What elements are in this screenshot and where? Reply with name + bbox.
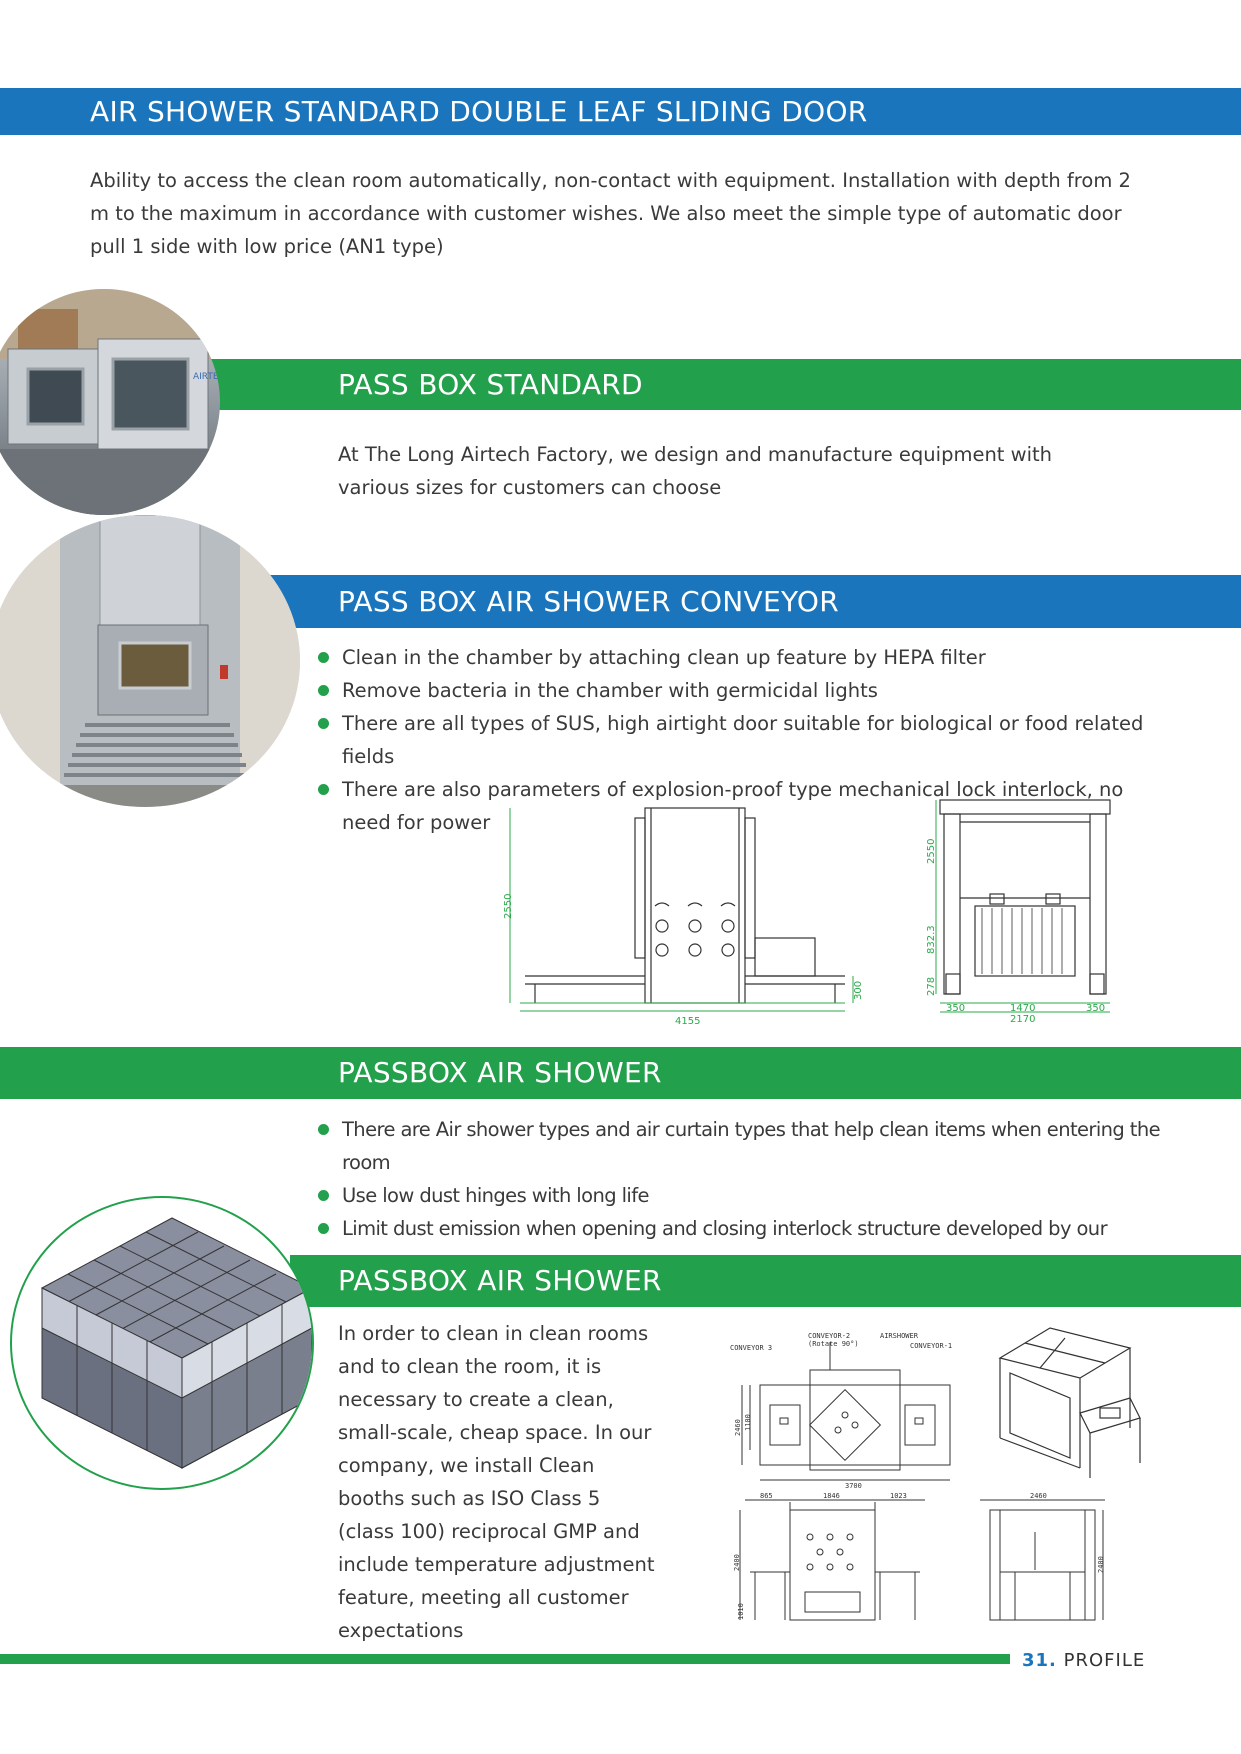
label-1100: 1100 bbox=[744, 1414, 752, 1431]
dim-low: 278 bbox=[926, 977, 937, 996]
clean-booth-render bbox=[10, 1196, 314, 1490]
booth-front-drawing: 865 1846 1023 2400 1010 bbox=[733, 1492, 925, 1621]
dim-total: 2170 bbox=[1010, 1014, 1035, 1025]
list-item: There are Air shower types and air curta… bbox=[316, 1113, 1196, 1179]
dim-mid: 832.3 bbox=[926, 925, 937, 954]
booth-iso-drawing bbox=[998, 1327, 1141, 1478]
list-item: Clean in the chamber by attaching clean … bbox=[316, 641, 1196, 674]
list-item: Remove bacteria in the chamber with germ… bbox=[316, 674, 1196, 707]
booth-side-drawing: 2460 2400 bbox=[980, 1492, 1105, 1621]
label-1846: 1846 bbox=[823, 1492, 840, 1500]
list-item: There are also parameters of explosion-p… bbox=[316, 773, 1172, 839]
air-shower-feature-list: There are Air shower types and air curta… bbox=[316, 1113, 1196, 1278]
page-number: 31. bbox=[1022, 1650, 1057, 1671]
label-2460: 2460 bbox=[734, 1419, 742, 1436]
section-title: PASS BOX STANDARD bbox=[338, 367, 643, 401]
section-description: At The Long Airtech Factory, we design a… bbox=[338, 443, 1053, 499]
label-3700: 3700 bbox=[845, 1482, 862, 1490]
list-item: Use low dust hinges with long life bbox=[316, 1179, 1196, 1212]
dim-base: 300 bbox=[853, 981, 864, 1000]
dim-height: 2550 bbox=[503, 894, 514, 919]
label-conveyor3: CONVEYOR 3 bbox=[730, 1344, 772, 1352]
section-passbox-air-shower-booth-header: PASSBOX AIR SHOWER bbox=[290, 1255, 1241, 1307]
label-865: 865 bbox=[760, 1492, 773, 1500]
conveyor-photo bbox=[0, 515, 300, 807]
section-title: PASSBOX AIR SHOWER bbox=[338, 1056, 662, 1089]
footer-label: PROFILE bbox=[1063, 1650, 1146, 1671]
section-description: In order to clean in clean rooms and to … bbox=[338, 1322, 655, 1642]
label-airshower: AIRSHOWER bbox=[880, 1332, 919, 1340]
label-1023: 1023 bbox=[890, 1492, 907, 1500]
dim-center: 1470 bbox=[1010, 1003, 1035, 1014]
label-2460b: 2460 bbox=[1030, 1492, 1047, 1500]
conveyor-side-drawing: 2550 4155 300 bbox=[503, 807, 864, 1027]
section-air-shower-sliding-door-header: AIR SHOWER STANDARD DOUBLE LEAF SLIDING … bbox=[0, 88, 1241, 135]
airtech-label: AIRTECH bbox=[193, 372, 220, 382]
label-2400b: 2400 bbox=[1097, 1556, 1105, 1573]
section-title: PASSBOX AIR SHOWER bbox=[338, 1264, 662, 1297]
list-item: There are all types of SUS, high airtigh… bbox=[316, 707, 1196, 773]
section-pass-box-conveyor-header: PASS BOX AIR SHOWER CONVEYOR bbox=[250, 575, 1241, 628]
footer-bar bbox=[0, 1654, 1010, 1664]
section-title: PASS BOX AIR SHOWER CONVEYOR bbox=[338, 584, 839, 618]
footer-page-label: 31. PROFILE bbox=[1022, 1650, 1145, 1671]
dim-left: 350 bbox=[946, 1003, 965, 1014]
pass-box-illustration: AIRTECH bbox=[0, 289, 220, 515]
section-passbox-air-shower-header: PASSBOX AIR SHOWER bbox=[0, 1047, 1241, 1099]
section-description: Ability to access the clean room automat… bbox=[90, 169, 1131, 258]
conveyor-front-drawing: 2550 832.3 278 350 1470 350 2170 bbox=[926, 799, 1111, 1025]
label-1010: 1010 bbox=[737, 1603, 745, 1620]
dim-width: 4155 bbox=[675, 1016, 700, 1027]
conveyor-feature-list: Clean in the chamber by attaching clean … bbox=[316, 641, 1196, 839]
label-conveyor1: CONVEYOR-1 bbox=[910, 1342, 952, 1350]
section-pass-box-standard-header: PASS BOX STANDARD bbox=[200, 359, 1241, 410]
dim-right: 350 bbox=[1086, 1003, 1105, 1014]
dim-height: 2550 bbox=[926, 839, 937, 864]
booth-plan-drawing: CONVEYOR 3 CONVEYOR-2 (Rotate 90°) AIRSH… bbox=[730, 1332, 952, 1490]
section-title: AIR SHOWER STANDARD DOUBLE LEAF SLIDING … bbox=[90, 94, 868, 128]
label-conveyor2-sub: (Rotate 90°) bbox=[808, 1340, 859, 1348]
pass-box-photo: AIRTECH bbox=[0, 289, 220, 515]
label-conveyor2: CONVEYOR-2 bbox=[808, 1332, 850, 1340]
label-2400: 2400 bbox=[733, 1554, 741, 1571]
conveyor-illustration bbox=[0, 515, 300, 807]
clean-booth-illustration bbox=[40, 1217, 312, 1469]
